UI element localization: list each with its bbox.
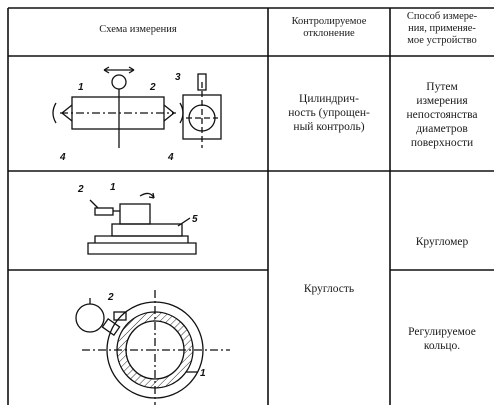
label-2: 2	[149, 82, 156, 93]
header-controlled-deviation: Контролируемое отклонение	[268, 16, 390, 40]
row3-method-line: кольцо.	[423, 340, 461, 352]
row1-method-line: поверхности	[410, 137, 474, 149]
row2-method-line: Кругломер	[415, 236, 469, 248]
row3-method-line: Регулируемое	[408, 326, 476, 338]
header-method-line: Способ измере-	[406, 11, 478, 22]
label-1: 1	[110, 182, 116, 193]
label-2: 2	[107, 292, 114, 303]
label-1: 1	[200, 368, 206, 379]
header-method-line: ния, применяе-	[408, 23, 476, 34]
row1-method: Путем измерения непостоянства диаметров …	[390, 80, 494, 150]
row1-method-line: Путем	[426, 81, 458, 93]
row1-deviation-line: ный контроль)	[293, 121, 365, 133]
label-1: 1	[78, 82, 84, 93]
row1-method-line: диаметров	[416, 123, 468, 135]
label-5: 5	[192, 214, 198, 225]
label-4: 4	[59, 152, 66, 163]
figure-cylindricity-scheme: 1 2 3 4 4	[52, 66, 222, 163]
label-2: 2	[77, 184, 84, 195]
header-scheme-label: Схема измерения	[99, 24, 177, 35]
figure-adjustable-ring: 2 1	[75, 290, 230, 405]
label-4: 4	[167, 152, 174, 163]
row3-deviation-line: Круглость	[303, 283, 355, 295]
row1-deviation: Цилиндрич- ность (упрощен- ный контроль)	[268, 92, 390, 134]
header-controlled-line: Контролируемое	[291, 16, 367, 27]
header-controlled-line: отклонение	[303, 28, 355, 39]
row1-method-line: измерения	[416, 95, 468, 107]
header-method: Способ измере- ния, применяе- мое устрой…	[390, 11, 494, 47]
header-method-line: мое устройство	[407, 35, 477, 46]
row2-method: Кругломер	[390, 235, 494, 249]
figure-roundness-meter: 2 1 5	[77, 182, 198, 255]
header-scheme: Схема измерения	[8, 24, 268, 36]
row1-deviation-line: Цилиндрич-	[299, 93, 359, 105]
label-3: 3	[175, 72, 181, 83]
row3-deviation: Круглость	[268, 282, 390, 296]
row1-deviation-line: ность (упрощен-	[288, 107, 370, 119]
row3-method: Регулируемое кольцо.	[390, 325, 494, 353]
row1-method-line: непостоянства	[406, 109, 478, 121]
